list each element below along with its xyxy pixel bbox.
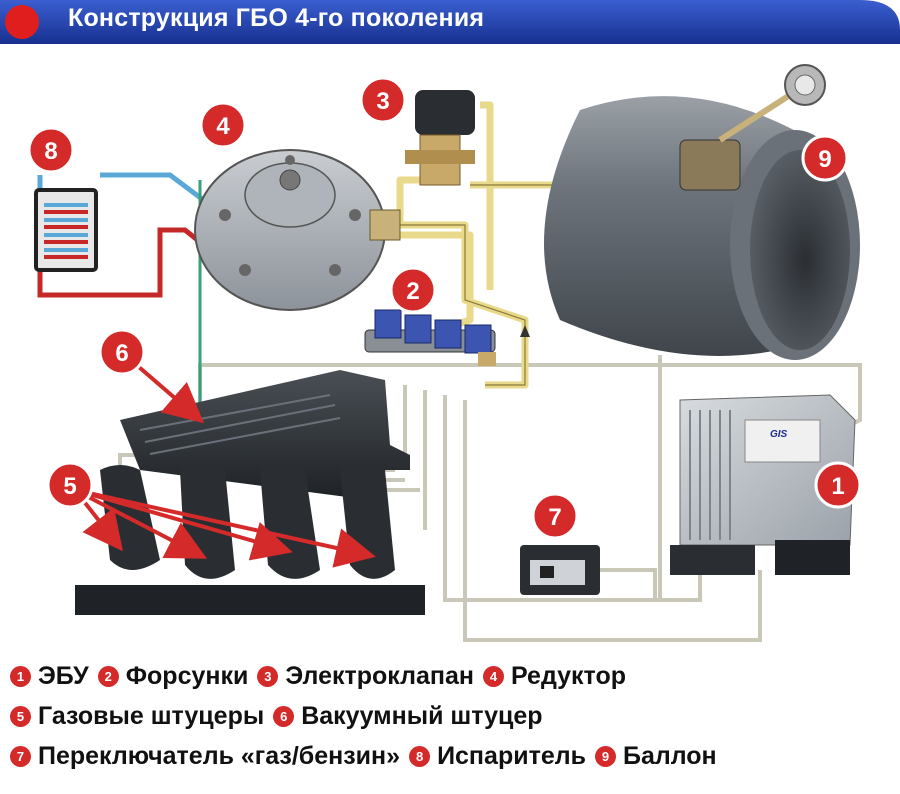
gas-tank (544, 64, 860, 360)
header-background (0, 0, 900, 44)
legend-label: ЭБУ (38, 661, 89, 690)
svg-text:1: 1 (831, 473, 844, 500)
legend-item-gas-fittings: 5 Газовые штуцеры (10, 702, 264, 731)
marker-1: 1 (814, 461, 862, 509)
legend-item-solenoid: 3 Электроклапан (257, 662, 474, 691)
marker-6: 6 (98, 328, 146, 376)
legend-number-badge: 6 (273, 705, 295, 727)
legend-item-tank: 9 Баллон (594, 741, 717, 771)
legend-number-badge: 3 (257, 665, 279, 687)
legend-item-reducer: 4 Редуктор (482, 661, 626, 691)
marker-3: 3 (359, 76, 407, 124)
intake-manifold (75, 370, 425, 615)
legend-item-vacuum-fitting: 6 Вакуумный штуцер (273, 701, 543, 731)
legend-item-injectors: 2 Форсунки (97, 661, 249, 691)
legend-label: Переключатель «газ/бензин» (38, 741, 401, 770)
legend-number-badge: 5 (10, 705, 31, 727)
legend-item-evaporator: 8 Испаритель (409, 742, 586, 771)
legend-label: Форсунки (125, 661, 249, 690)
legend-label: Вакуумный штуцер (301, 701, 543, 730)
svg-text:7: 7 (548, 504, 561, 531)
legend-label: Газовые штуцеры (38, 701, 265, 730)
legend-number-badge: 9 (594, 745, 616, 767)
legend-item-ecu: 1 ЭБУ (10, 662, 89, 691)
legend-number-badge: 1 (10, 665, 31, 687)
injector-rail (364, 309, 496, 366)
legend-number-badge: 4 (482, 665, 504, 687)
svg-text:3: 3 (376, 88, 389, 115)
legend-row: 5 Газовые штуцеры 6 Вакуумный штуцер (10, 696, 895, 736)
flow-arrow-icon (520, 325, 530, 337)
marker-8: 8 (27, 126, 75, 174)
svg-text:5: 5 (63, 473, 76, 500)
legend-item-switch: 7 Переключатель «газ/бензин» (10, 742, 400, 771)
solenoid-valve (405, 90, 475, 186)
legend-label: Испаритель (437, 741, 586, 770)
reducer (194, 149, 401, 311)
ecu-brand-label: GIS (770, 429, 788, 440)
evaporator (34, 188, 98, 272)
header-badge-icon (5, 5, 39, 39)
legend-label: Баллон (622, 741, 717, 770)
marker-9: 9 (801, 134, 849, 182)
legend-row: 1 ЭБУ 2 Форсунки 3 Электроклапан 4 Редук… (10, 656, 895, 696)
legend-number-badge: 7 (10, 745, 31, 767)
page-title: Конструкция ГБО 4-го поколения (68, 4, 485, 32)
legend-number-badge: 8 (409, 745, 431, 767)
legend-label: Электроклапан (285, 661, 474, 690)
svg-text:8: 8 (44, 138, 57, 165)
legend-label: Редуктор (510, 661, 626, 690)
diagram-canvas: GIS 1 2 3 (27, 64, 862, 642)
gas-petrol-switch (520, 545, 600, 595)
ecu-unit: GIS (670, 394, 856, 575)
marker-2: 2 (389, 266, 437, 314)
marker-4: 4 (199, 101, 247, 149)
header-bar: Конструкция ГБО 4-го поколения (0, 0, 900, 44)
svg-text:6: 6 (115, 340, 128, 367)
marker-5: 5 (46, 461, 94, 509)
legend-number-badge: 2 (97, 665, 119, 687)
svg-text:4: 4 (216, 113, 230, 140)
svg-text:2: 2 (406, 278, 419, 305)
marker-7: 7 (531, 492, 579, 540)
svg-text:9: 9 (818, 146, 831, 173)
hbo-diagram: GIS 1 2 3 (0, 44, 900, 650)
legend-row: 7 Переключатель «газ/бензин» 8 Испарител… (10, 736, 895, 776)
legend: 1 ЭБУ 2 Форсунки 3 Электроклапан 4 Редук… (10, 656, 895, 776)
